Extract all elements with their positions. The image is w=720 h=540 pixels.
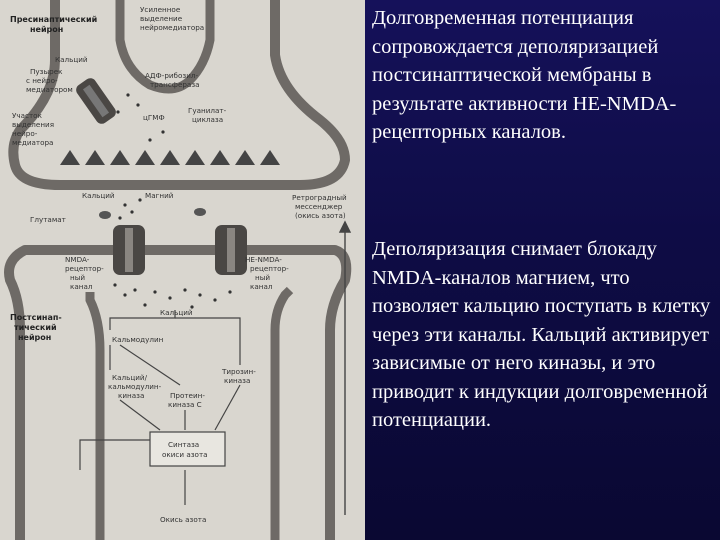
cascade-arrows xyxy=(79,310,241,505)
label-calmodulin: Кальмодулин xyxy=(112,335,164,344)
postsynaptic-dendrite-left xyxy=(85,292,105,540)
label-calcium-low: Кальций xyxy=(160,308,193,317)
label-magnesium: Магний xyxy=(145,191,174,200)
synapse-diagram-svg: Пресинаптический нейрон Усиленное выделе… xyxy=(4,0,352,540)
nmda-channel-shape xyxy=(113,225,145,275)
paragraph-nmda-calcium: Деполяризация снимает блокаду NMDA-канал… xyxy=(372,238,711,431)
label-non-nmda: НЕ-NMDA- рецептор- ный канал xyxy=(245,255,291,291)
transmitter-dots xyxy=(113,93,232,309)
label-pkc: Протеин- киназа С xyxy=(168,391,207,409)
label-nmda: NMDA- рецептор- ный канал xyxy=(65,255,106,291)
presynaptic-channel xyxy=(76,78,116,124)
presynaptic-axon-inner xyxy=(115,0,215,94)
label-glutamate: Глутамат xyxy=(30,215,66,224)
label-tyrosine-kinase: Тирозин- киназа xyxy=(221,367,258,385)
label-nos: Синтаза окиси азота xyxy=(162,440,208,459)
label-release-site: Участок выделения нейро- медиатора xyxy=(12,111,56,147)
nos-box xyxy=(149,431,226,467)
label-retrograde: Ретроградный мессенджер (окись азота) xyxy=(292,193,349,220)
presynaptic-membrane xyxy=(8,0,350,190)
label-nitric-oxide: Окись азота xyxy=(160,515,206,524)
glutamate-blobs xyxy=(99,208,206,219)
paragraph-ltp-depolarization: Долговременная потенциация сопровождаетс… xyxy=(372,7,677,143)
postsynaptic-membrane xyxy=(4,245,352,540)
label-presynaptic: Пресинаптический нейрон xyxy=(10,15,100,34)
non-nmda-channel-shape xyxy=(215,225,247,275)
retrograde-arrow xyxy=(338,220,352,515)
label-adp-ribosyl: АДФ-рибозил- трансфераза xyxy=(145,71,200,89)
label-guanylate: Гуанилат- циклаза xyxy=(188,106,229,124)
label-enhanced-release: Усиленное выделение нейромедиатора xyxy=(140,5,204,32)
label-cgmp: цГМФ xyxy=(143,113,165,122)
postsynaptic-dendrite-right xyxy=(270,286,294,540)
label-calcium-top: Кальций xyxy=(55,55,88,64)
label-calcium-mid: Кальций xyxy=(82,191,115,200)
synapse-diagram: Пресинаптический нейрон Усиленное выделе… xyxy=(0,0,365,540)
vesicle-row xyxy=(60,150,280,165)
label-vesicle: Пузырек с нейро- медиатором xyxy=(26,67,73,94)
label-postsynaptic: Постсинап- тический нейрон xyxy=(10,313,65,342)
label-camk: Кальций/ кальмодулин- киназа xyxy=(108,373,163,400)
